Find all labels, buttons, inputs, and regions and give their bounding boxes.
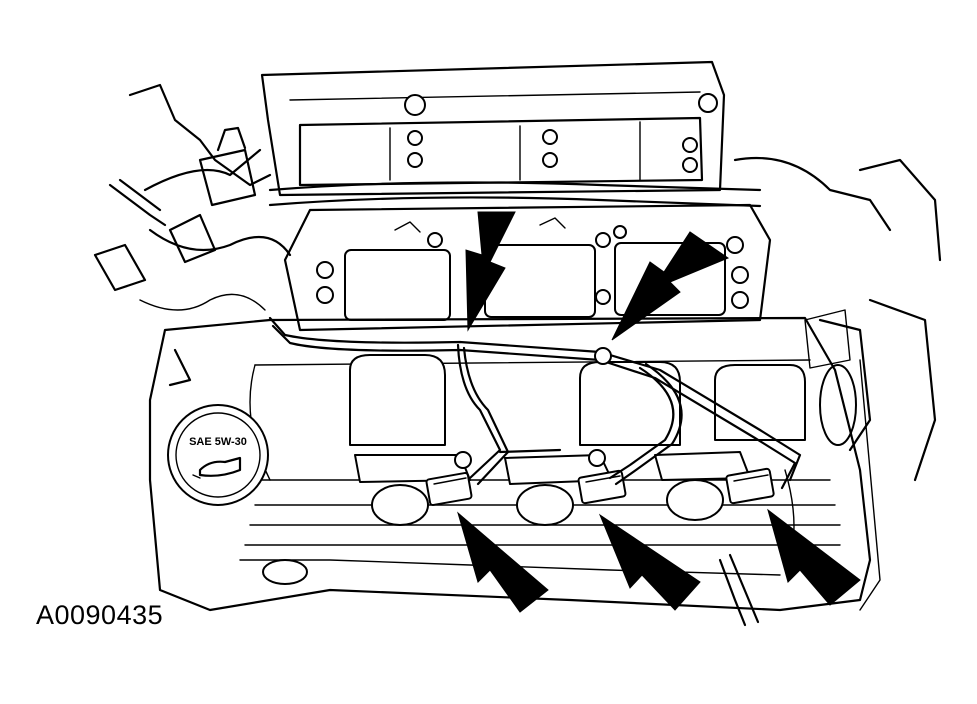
arrow-lower-2 [598,513,701,611]
arrow-lower-1 [457,511,549,613]
arrow-lower-3 [767,508,861,606]
left-hoses [93,83,292,387]
wiring-harness [268,316,802,490]
oil-cap-label: SAE 5W-30 [189,436,247,448]
fuel-rail [268,181,772,332]
coil-connectors [425,467,775,506]
upper-intake-manifold [260,60,726,197]
arrow-upper-right [611,231,730,341]
figure-id-label: A0090435 [36,600,164,630]
lower-details [262,469,795,627]
callout-arrows [457,211,861,613]
right-components [733,156,942,611]
arrow-upper-left [465,211,516,332]
front-coil-boots [349,354,806,526]
oil-filler-cap: SAE 5W-30 [167,404,269,506]
